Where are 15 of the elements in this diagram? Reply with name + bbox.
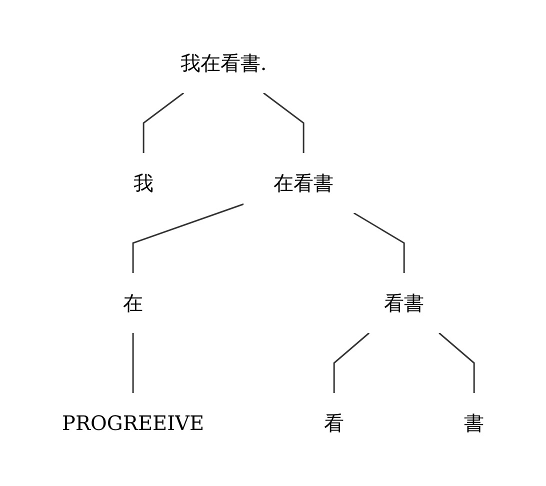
node-text: 書: [464, 411, 484, 435]
connector: [333, 332, 370, 393]
node-text: 看: [324, 411, 344, 435]
connector: [353, 212, 405, 273]
connector: [132, 203, 244, 273]
connector: [132, 333, 134, 393]
node-text: 在: [123, 291, 143, 315]
node-text: 看書: [384, 291, 424, 315]
node-text: PROGREEIVE: [62, 411, 204, 435]
node-text: 我: [134, 171, 154, 195]
node-text: 我在看書.: [180, 51, 267, 75]
node-text: 在看書: [274, 171, 334, 195]
connector: [438, 332, 475, 393]
connector: [142, 92, 184, 153]
connector: [263, 92, 304, 153]
